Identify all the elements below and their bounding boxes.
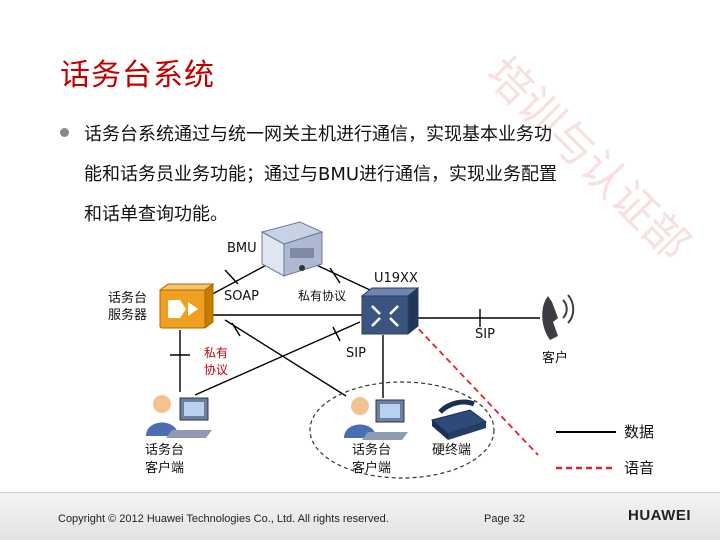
tick-server-u19 (231, 322, 241, 337)
client-left-icon (146, 395, 212, 438)
sip-mid-label: SIP (346, 346, 366, 361)
hard-terminal-label: 硬终端 (432, 443, 472, 458)
footer-bar (0, 492, 720, 540)
tick-soap (224, 269, 239, 285)
page-number: Page 32 (484, 513, 525, 525)
bmu-label: BMU (227, 241, 257, 256)
tick-sip-mid (332, 326, 341, 342)
bullet-dot (60, 128, 69, 137)
private-protocol-top-label: 私有协议 (298, 289, 347, 303)
bullet-line-2: 能和话务员业务功能；通过与BMU进行通信，实现业务配置 (84, 164, 558, 185)
data-links (170, 261, 540, 398)
legend-voice-label: 语音 (624, 459, 655, 477)
u19-label: U19XX (374, 271, 418, 286)
tick-private-top (329, 267, 341, 284)
terminal-group-ellipse (309, 381, 495, 479)
copyright-text: Copyright © 2012 Huawei Technologies Co.… (58, 513, 389, 525)
bullet-line-3: 和话单查询功能。 (84, 204, 228, 225)
switch-icon (360, 286, 420, 336)
server-label-2: 服务器 (108, 308, 148, 323)
bmu-server-icon (260, 221, 324, 277)
link-server-bmu (204, 261, 273, 299)
legend-data-label: 数据 (624, 423, 655, 441)
voice-link-u19 (411, 321, 539, 456)
customer-label: 客户 (542, 351, 569, 366)
brand-name: HUAWEI (628, 507, 691, 524)
page-title: 话务台系统 (60, 58, 215, 93)
server-icon (158, 283, 215, 329)
phone-icon (542, 294, 575, 340)
client-mid-label-2: 客户端 (352, 461, 392, 476)
client-mid-icon (344, 397, 408, 440)
link-server-client-mid (224, 319, 347, 397)
sip-right-label: SIP (475, 327, 495, 342)
link-bmu-u19 (309, 261, 371, 291)
server-label-1: 话务台 (108, 291, 148, 306)
client-left-label-1: 话务台 (145, 443, 185, 458)
private-protocol-left-label-1: 私有 (204, 346, 229, 360)
client-mid-label-1: 话务台 (352, 443, 392, 458)
soap-label: SOAP (224, 289, 259, 304)
client-left-label-2: 客户端 (145, 461, 185, 476)
bullet-line-1: 话务台系统通过与统一网关主机进行通信，实现基本业务功 (84, 124, 552, 145)
link-u19-client-left (194, 321, 361, 396)
desk-phone-icon (430, 399, 488, 440)
private-protocol-left-label-2: 协议 (204, 363, 229, 377)
